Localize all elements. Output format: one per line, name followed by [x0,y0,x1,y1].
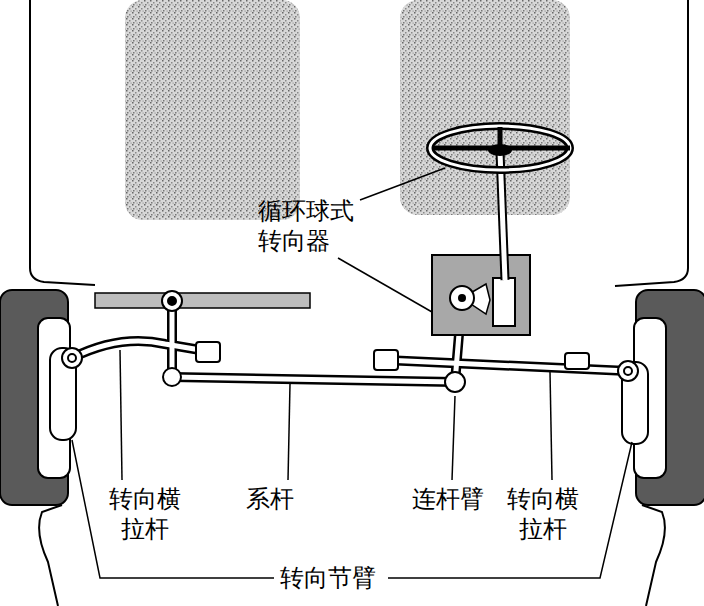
part-label: 系杆 [246,484,304,514]
frame-rail [95,293,310,308]
steering-gear [432,255,530,335]
steering-wheel [430,126,570,280]
part-label: 连杆臂 [412,484,494,514]
wheel [0,290,76,505]
seat [125,0,300,220]
part-label: 循环球式 转向器 [258,196,361,256]
body-outline [30,0,688,606]
leader-line [72,168,632,578]
ball-joint [62,291,638,392]
linkage-rods [72,298,628,382]
wheel [622,290,704,505]
part-label: 转向横 拉杆 [502,484,584,544]
rod-sleeve [196,342,589,370]
part-label: 转向节臂 [280,563,383,593]
seat [400,0,570,215]
part-label: 转向横 拉杆 [104,484,186,544]
